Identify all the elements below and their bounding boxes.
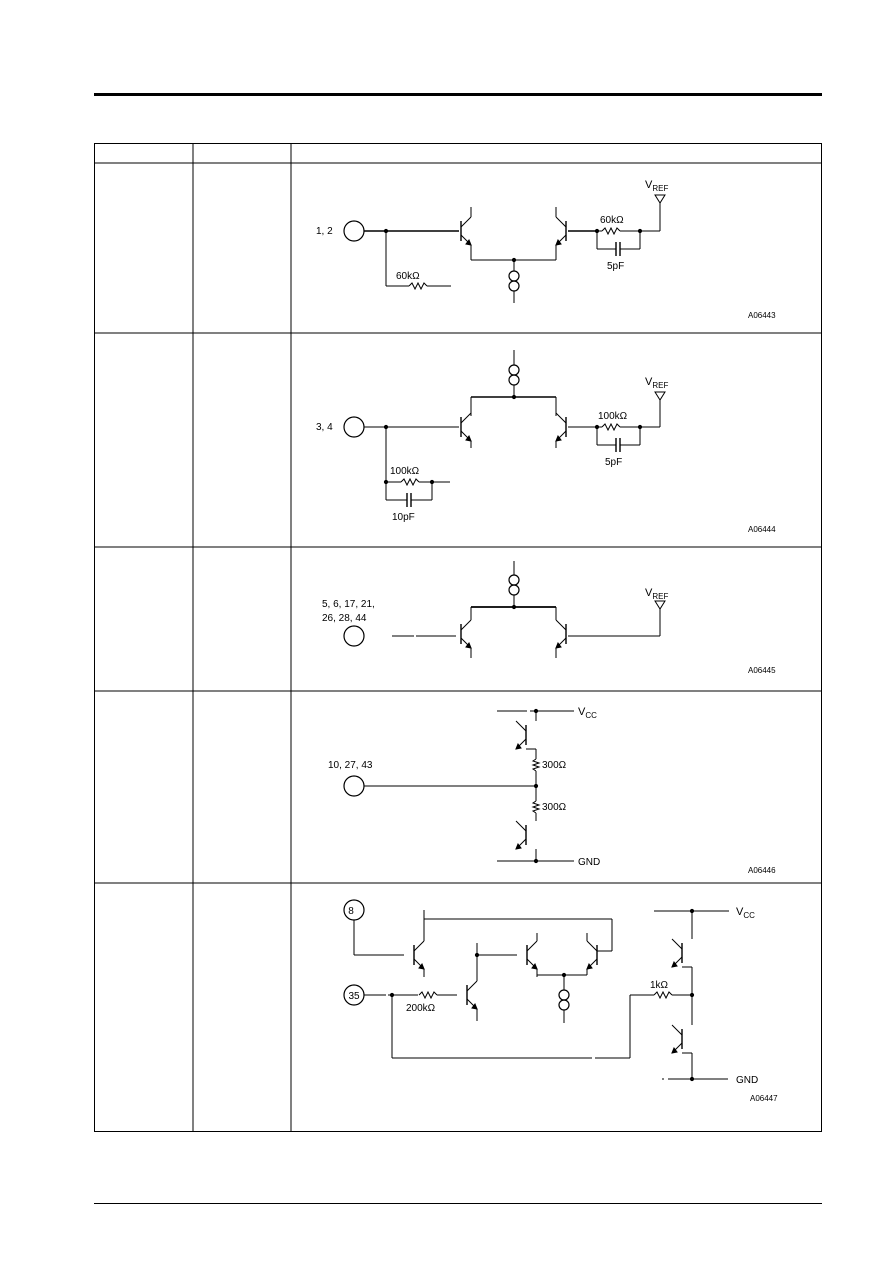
figure-code: A06447: [750, 1094, 778, 1103]
vcc-label: VCC: [578, 706, 597, 720]
resistor-label: 60kΩ: [600, 215, 624, 226]
vref-label: VREF: [645, 376, 668, 390]
circuit-pins-8-35: [343, 899, 729, 1082]
figure-code: A06443: [748, 311, 776, 320]
vcc-label: VCC: [736, 906, 755, 920]
vref-label: VREF: [645, 179, 668, 193]
table-grid: [94, 143, 822, 1132]
header-rule: [94, 93, 822, 96]
resistor-label: 100kΩ: [390, 466, 420, 477]
resistor-label: 300Ω: [542, 760, 567, 771]
capacitor-label: 5pF: [605, 457, 622, 468]
pin-label: 8: [348, 906, 354, 917]
resistor-label: 60kΩ: [396, 271, 420, 282]
circuit-pins-5-44: [343, 561, 666, 658]
pin-label: 26, 28, 44: [322, 613, 367, 624]
pin-label: 1, 2: [316, 226, 333, 237]
figure-code: A06444: [748, 525, 776, 534]
figure-code: A06446: [748, 866, 776, 875]
pin-label: 10, 27, 43: [328, 760, 373, 771]
capacitor-label: 5pF: [607, 261, 624, 272]
gnd-label: GND: [736, 1075, 758, 1086]
circuit-pins-10-27-43: [343, 708, 574, 864]
capacitor-label: 10pF: [392, 512, 415, 523]
resistor-label: 1kΩ: [650, 980, 669, 991]
pin-label: 3, 4: [316, 422, 333, 433]
gnd-label: GND: [578, 857, 600, 868]
pin-circuit-table: 1, 2 60kΩ 60kΩ 5pF VREF A06443: [94, 143, 822, 1132]
figure-code: A06445: [748, 666, 776, 675]
resistor-label: 100kΩ: [598, 411, 628, 422]
resistor-label: 200kΩ: [406, 1003, 436, 1014]
pin-label: 5, 6, 17, 21,: [322, 599, 375, 610]
vref-label: VREF: [645, 587, 668, 601]
resistor-label: 300Ω: [542, 802, 567, 813]
circuit-pins-3-4: [343, 350, 666, 507]
circuit-pins-1-2: [343, 194, 666, 303]
pin-label: 35: [348, 991, 360, 1002]
footer-rule: [94, 1203, 822, 1204]
